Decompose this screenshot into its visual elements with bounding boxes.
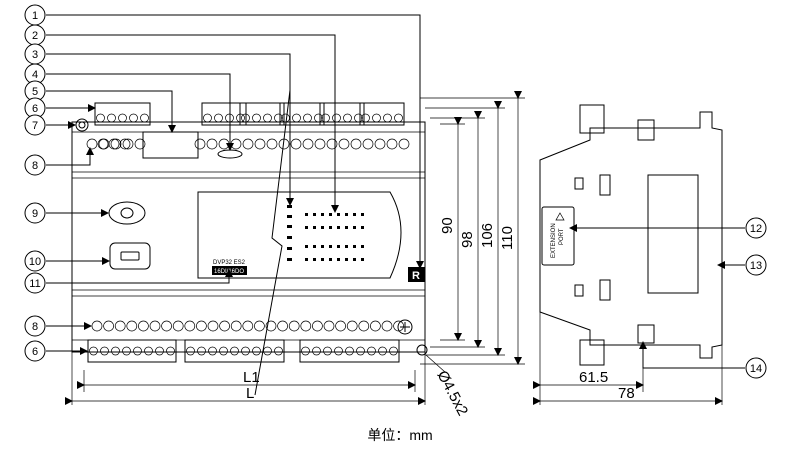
dim-110: 110 — [499, 226, 516, 250]
hole-marker — [416, 344, 428, 356]
callout-8: 8 — [24, 315, 92, 337]
callout-number: 2 — [32, 30, 38, 42]
callout-number: 9 — [32, 208, 38, 220]
side-latch-bottom — [637, 324, 655, 344]
dim-l: L — [246, 385, 254, 402]
callout-4: 4 — [24, 63, 234, 151]
callout-8: 8 — [24, 147, 94, 176]
callout-3: 3 — [24, 43, 294, 206]
dim-61-5: 61.5 — [579, 369, 608, 386]
callout-5: 5 — [24, 80, 176, 133]
bottom-terminal-blocks — [87, 320, 404, 363]
callout-number: 3 — [32, 49, 38, 61]
callout-14: 14 — [639, 341, 767, 379]
break-line — [254, 89, 291, 396]
callout-10: 10 — [24, 250, 110, 272]
side-outline — [539, 111, 723, 359]
side-bottom-tab — [579, 339, 605, 366]
front-dimensions: 90 98 106 110 L1 L Ø4.5x2 — [65, 91, 525, 419]
port-label: PORT — [559, 228, 565, 245]
front-view: DVP32 ES2 16DI/16DO R — [71, 89, 426, 396]
callout-13: 13 — [717, 254, 767, 276]
callout-6: 6 — [24, 340, 88, 362]
callout-7: 7 — [24, 114, 76, 136]
callout-6: 6 — [24, 97, 96, 119]
unit-label: 单位：mm — [367, 427, 433, 443]
callout-number: 8 — [32, 160, 38, 172]
dim-98: 98 — [459, 231, 476, 248]
mounting-hole-top — [75, 118, 89, 132]
callout-number: 8 — [32, 321, 38, 333]
dim-106: 106 — [479, 223, 496, 248]
side-latch-top — [637, 119, 655, 141]
dim-78: 78 — [618, 385, 635, 402]
callout-number: 4 — [32, 69, 38, 81]
potentiometer — [108, 201, 146, 225]
dim-hole: Ø4.5x2 — [433, 368, 471, 419]
callout-11: 11 — [24, 269, 233, 294]
callout-number: 6 — [32, 346, 38, 358]
extension-port-cover — [541, 206, 575, 266]
dim-90: 90 — [439, 217, 456, 234]
switch — [217, 149, 243, 159]
mounting-screw-bottom — [397, 319, 413, 335]
callout-1: 1 — [24, 4, 424, 269]
callout-number: 1 — [32, 10, 38, 22]
side-view: EXTENSION PORT 61.5 78 — [533, 104, 723, 405]
housing-outline — [71, 121, 426, 353]
callout-number: 14 — [750, 363, 762, 375]
r-badge — [408, 267, 425, 282]
model-label: DVP32 ES2 — [213, 260, 246, 266]
led-indicators — [287, 205, 364, 261]
side-recess — [647, 174, 699, 294]
callout-number: 10 — [29, 256, 41, 268]
dim-l1: L1 — [243, 369, 260, 386]
indicator-panel — [197, 191, 402, 279]
extension-label: EXTENSION — [551, 223, 557, 258]
callout-9: 9 — [24, 202, 109, 224]
callout-2: 2 — [24, 24, 339, 213]
callout-number: 12 — [750, 223, 762, 235]
callout-number: 6 — [32, 103, 38, 115]
usb-port — [109, 242, 151, 270]
side-top-tab — [579, 104, 605, 134]
port-cover — [142, 131, 199, 159]
callout-number: 5 — [32, 86, 38, 98]
callout-number: 13 — [750, 260, 762, 272]
callout-12: 12 — [569, 217, 767, 239]
top-terminal-blocks — [86, 102, 410, 150]
callout-number: 7 — [32, 120, 38, 132]
callout-number: 11 — [29, 278, 40, 290]
r-mark: R — [412, 270, 420, 282]
